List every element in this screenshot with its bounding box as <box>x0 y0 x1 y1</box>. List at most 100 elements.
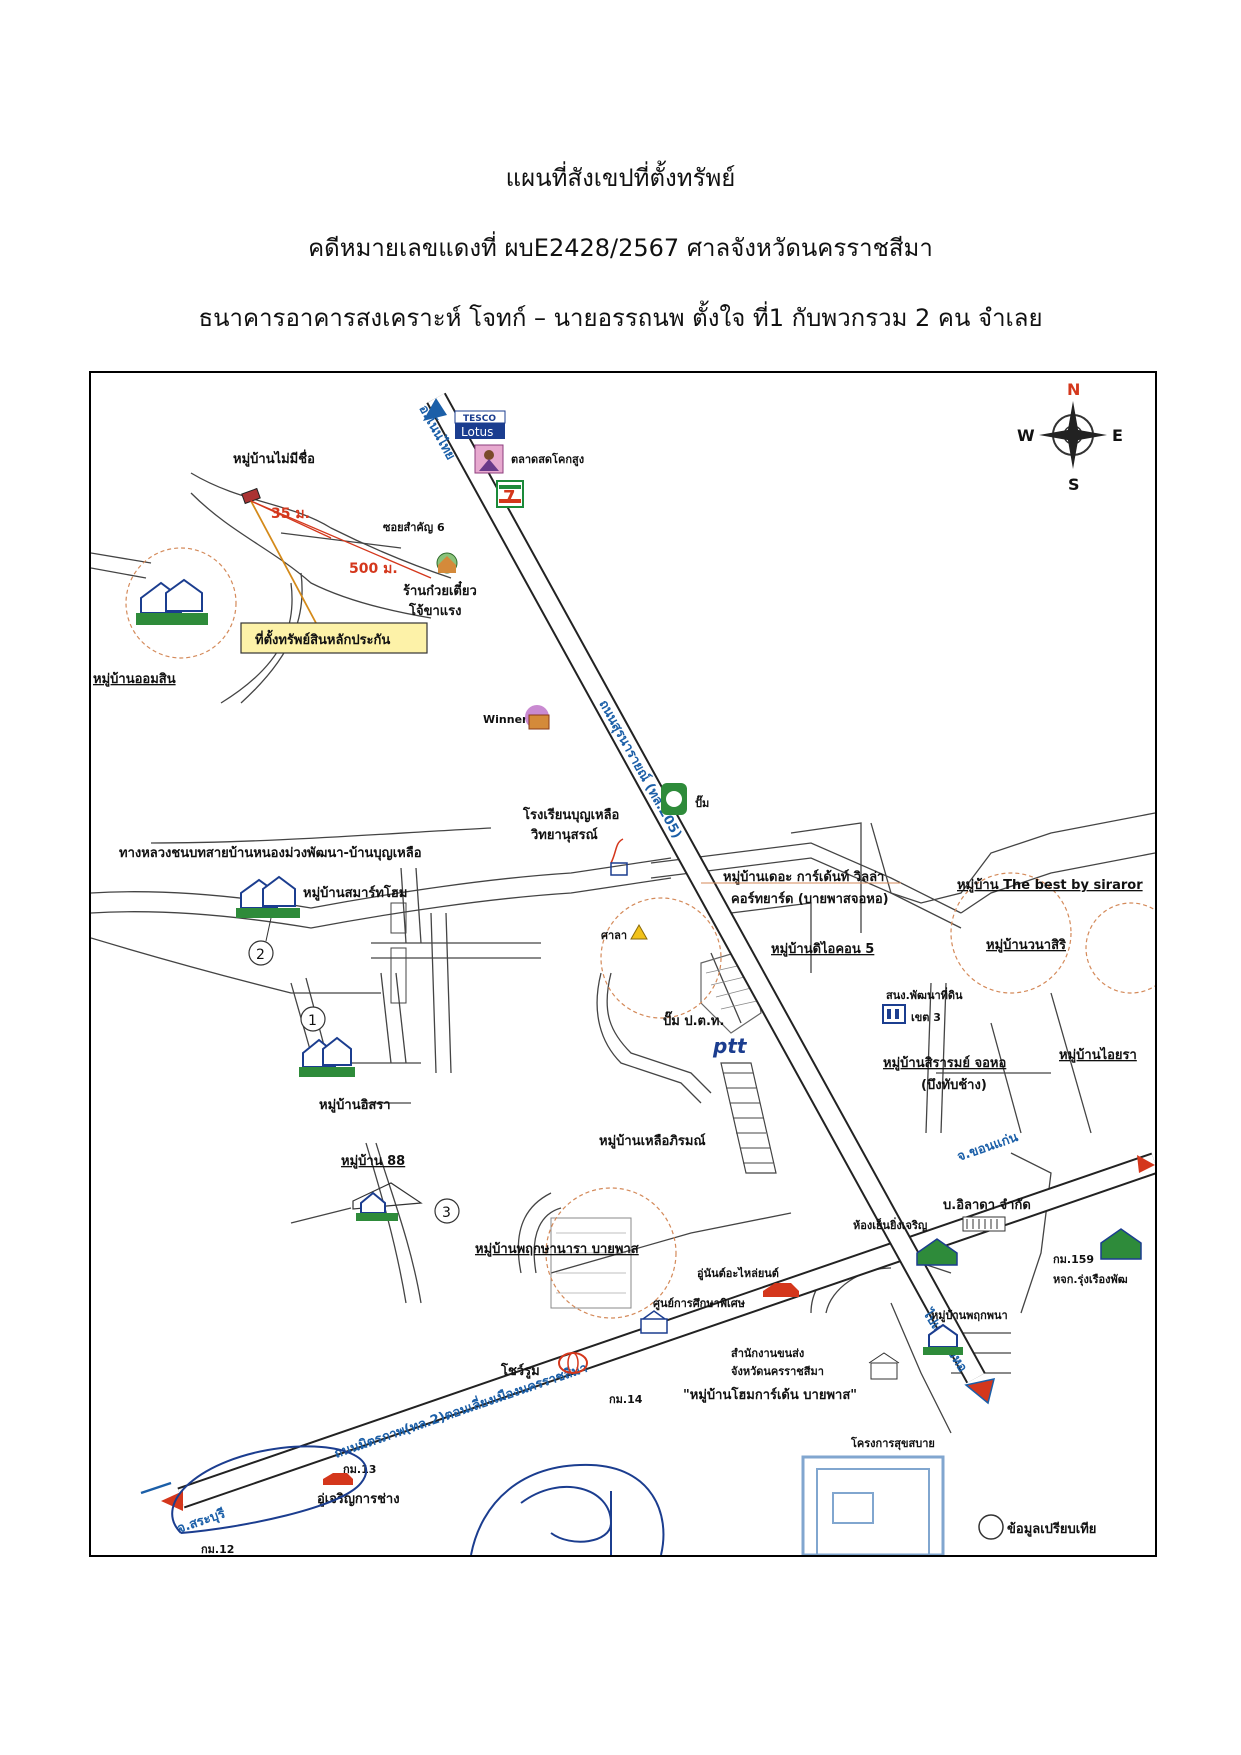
rural-road-label: ทางหลวงชนบทสายบ้านหนองม่วงพัฒนา-บ้านบุญเ… <box>119 845 422 861</box>
pruksa-label: หมู่บ้านพฤกษานารา บายพาส <box>475 1241 639 1257</box>
isara-label: หมู่บ้านอิสรา <box>319 1097 391 1113</box>
marker-1: 1 <box>300 1006 326 1032</box>
km12-label: กม.12 <box>201 1543 234 1555</box>
road-label-2: ถนนมิตรภาพ(ทล.2)ตอนเลี่ยงเมืองนครราชสีมา <box>331 1358 589 1462</box>
compass-s: S <box>1068 475 1080 494</box>
seven-eleven-logo: 7 <box>496 480 524 508</box>
happy-project-label: โครงการสุขสบาย <box>850 1436 935 1451</box>
garden-villa-label-1: หมู่บ้านเดอะ การ์เด้นท์ วิลล่า <box>723 869 884 885</box>
collateral-label: ที่ตั้งทรัพย์สินหลักประกัน <box>255 629 390 648</box>
location-map[interactable]: อ.โนนไทย ถนนสุรนารายณ์ (ทล.205) ถนนมิตรภ… <box>89 371 1157 1557</box>
map-canvas: อ.โนนไทย ถนนสุรนารายณ์ (ทล.205) ถนนมิตรภ… <box>91 380 1155 1555</box>
market-icon <box>474 444 504 474</box>
compass-e: E <box>1112 426 1123 445</box>
u-charoen-car-icon <box>323 1473 353 1485</box>
village-no-name-label: หมู่บ้านไม่มีชื่อ <box>233 449 315 467</box>
noodle-label-1: ร้านก๋วยเตี๋ยว <box>403 580 477 599</box>
rung-rueang-icon <box>1100 1228 1142 1260</box>
toyota-logo <box>558 1352 588 1374</box>
house-icon-smart-home <box>236 875 300 918</box>
case-number: คดีหมายเลขแดงที่ ผบE2428/2567 ศาลจังหวัด… <box>308 234 933 262</box>
property-marker-icon <box>241 487 261 505</box>
ilada-label: บ.อิลาดา จำกัด <box>943 1197 1031 1213</box>
house-icon-88 <box>352 1182 423 1221</box>
title: แผนที่สังเขปที่ตั้งทรัพย์ <box>505 164 736 192</box>
tesco-lotus-logo: TESCO Lotus <box>454 410 506 439</box>
svg-text:3: 3 <box>442 1205 451 1221</box>
ptt-label: ปั๊ม ป.ต.ท. <box>663 1011 724 1029</box>
svg-text:ptt: ptt <box>712 1034 748 1058</box>
market-label: ตลาดสดโคกสูง <box>511 452 584 467</box>
village-88-label: หมู่บ้าน 88 <box>341 1153 405 1169</box>
pruk-phana-label: หมู่บ้านพฤกพนา <box>931 1309 1008 1323</box>
transport-label-1: สำนักงานขนส่ง <box>731 1347 804 1360</box>
signature <box>171 1445 665 1555</box>
home-garden-label: "หมู่บ้านโฮมการ์เด้น บายพาส" <box>683 1386 857 1403</box>
land-office-label-1: สนง.พัฒนาที่ดิน <box>886 987 963 1002</box>
distance-35: 35 ม. <box>271 506 310 522</box>
parties: ธนาคารอาคารสงเคราะห์ โจทก์ – นายอรรถนพ ต… <box>198 304 1043 332</box>
official-stamp <box>801 1455 945 1555</box>
svg-text:Lotus: Lotus <box>461 425 493 439</box>
svg-text:TESCO: TESCO <box>463 414 496 424</box>
distance-500: 500 ม. <box>349 561 398 577</box>
compass-n: N <box>1067 380 1080 399</box>
sirarom-label-1: หมู่บ้านสิรารมย์ จอหอ <box>883 1055 1006 1071</box>
garden-villa-label-2: คอร์ทยาร์ด (บายพาสจอหอ) <box>731 891 889 907</box>
winner-label: Winner <box>483 713 528 726</box>
highway-205 <box>161 392 1155 1511</box>
marker-2: 2 <box>248 940 274 966</box>
village-circles <box>125 547 1155 1319</box>
compass-icon: N S E W <box>1017 380 1123 494</box>
rung-rueang-label: หจก.รุ่งเรืองพัฒ <box>1053 1273 1128 1287</box>
noodle-shop-icon <box>436 552 458 574</box>
svg-text:1: 1 <box>308 1013 317 1029</box>
auto-parts-label: อู่นันต์อะไหล่ยนต์ <box>697 1266 779 1281</box>
school-label-1: โรงเรียนบุญเหลือ <box>522 806 619 823</box>
marker-3: 3 <box>434 1198 460 1224</box>
sala-label: ศาลา <box>601 929 627 942</box>
car-icon <box>763 1283 799 1297</box>
ilada-icon <box>962 1216 1006 1232</box>
km159-label: กม.159 <box>1053 1253 1094 1266</box>
special-ed-label: ศูนย์การศึกษาพิเศษ <box>653 1297 746 1311</box>
u-charoen-label: อู่เจริญการช่าง <box>317 1492 400 1507</box>
ai-yara-label: หมู่บ้านไอยรา <box>1059 1046 1137 1063</box>
winner-icon <box>525 705 550 730</box>
compare-label: ข้อมูลเปรียบเทีย <box>1007 1521 1096 1537</box>
smart-home-label: หมู่บ้านสมาร์ทโฮม <box>303 884 407 901</box>
transport-office-icon <box>868 1352 900 1380</box>
luea-phirom-label: หมู่บ้านเหลือภิรมณ์ <box>599 1133 706 1149</box>
transport-label-2: จังหวัดนครราชสีมา <box>731 1365 824 1378</box>
svg-text:2: 2 <box>256 947 265 963</box>
pump-label: ปั๊ม <box>695 795 709 810</box>
svg-text:7: 7 <box>503 487 516 508</box>
house-icon-isara <box>299 1036 355 1077</box>
special-ed-icon <box>640 1310 668 1334</box>
compare-marker-icon <box>978 1514 1004 1540</box>
land-office-label-2: เขต 3 <box>911 1011 941 1024</box>
cold-store-icon <box>916 1238 958 1266</box>
road-label-khonkaen: จ.ขอนแก่น <box>955 1130 1020 1165</box>
noodle-label-2: โจ้ขาแรง <box>408 602 462 619</box>
sala-icon <box>630 923 648 940</box>
soi-label: ซอยสำคัญ 6 <box>383 521 445 534</box>
km13-label: กม.13 <box>343 1463 376 1476</box>
land-office-icon <box>882 1004 906 1024</box>
house-icon-pruk-phana <box>923 1323 963 1355</box>
collateral-callout: ที่ตั้งทรัพย์สินหลักประกัน <box>240 622 428 654</box>
gas-station-icon <box>661 783 687 815</box>
cold-store-label: ห้องเย็นยิ่งเจริญ <box>853 1217 927 1232</box>
compass-w: W <box>1017 426 1035 445</box>
om-sin-label: หมู่บ้านออมสิน <box>93 671 176 687</box>
house-icon-om-sin <box>136 578 208 625</box>
showroom-label: โชว์รูม <box>500 1362 540 1379</box>
wanasiri-label: หมู่บ้านวนาสิริ <box>986 937 1066 953</box>
sirarom-label-2: (บึงทับช้าง) <box>921 1077 987 1093</box>
school-icon <box>610 838 628 876</box>
d-icon-label: หมู่บ้านดิไอคอน 5 <box>771 940 874 957</box>
best-by-label: หมู่บ้าน The best by siraror <box>957 877 1143 893</box>
ptt-logo: ptt <box>712 1034 748 1058</box>
school-label-2: วิทยานุสรณ์ <box>530 827 597 843</box>
km14-label: กม.14 <box>609 1393 643 1406</box>
